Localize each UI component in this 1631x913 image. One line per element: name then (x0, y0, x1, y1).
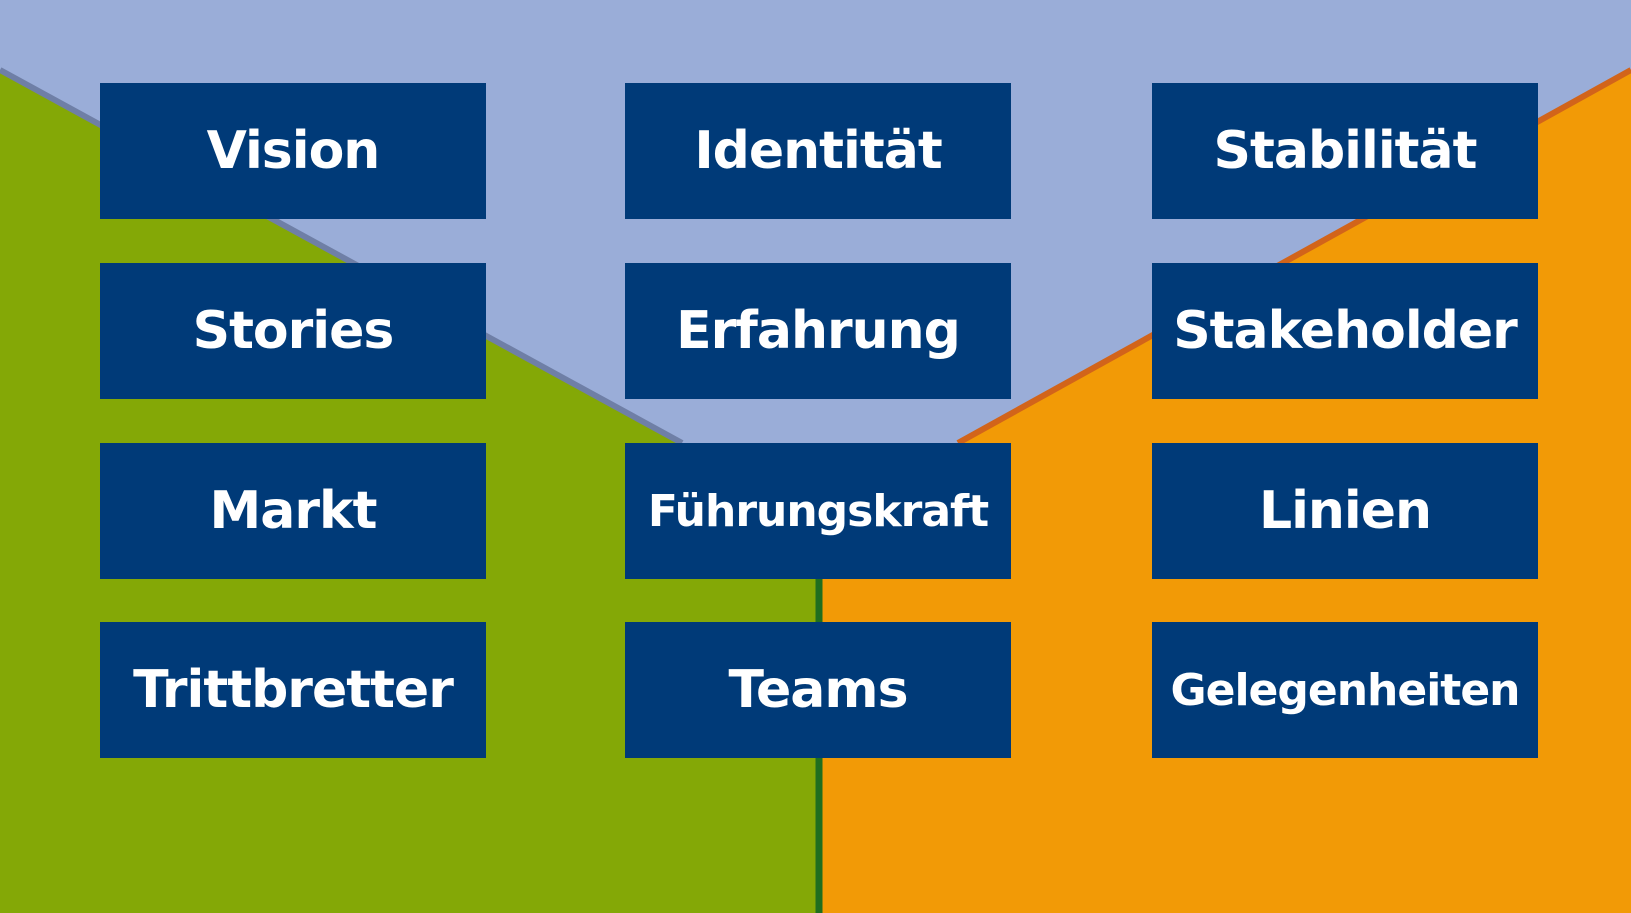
box-trittbretter: Trittbretter (100, 622, 486, 758)
box-teams: Teams (625, 622, 1011, 758)
box-erfahrung: Erfahrung (625, 263, 1011, 399)
box-stabilitaet: Stabilität (1152, 83, 1538, 219)
box-fuehrungskraft: Führungskraft (625, 443, 1011, 579)
box-stories: Stories (100, 263, 486, 399)
box-stakeholder: Stakeholder (1152, 263, 1538, 399)
box-identitaet: Identität (625, 83, 1011, 219)
box-linien: Linien (1152, 443, 1538, 579)
box-gelegenheiten: Gelegenheiten (1152, 622, 1538, 758)
box-vision: Vision (100, 83, 486, 219)
box-markt: Markt (100, 443, 486, 579)
